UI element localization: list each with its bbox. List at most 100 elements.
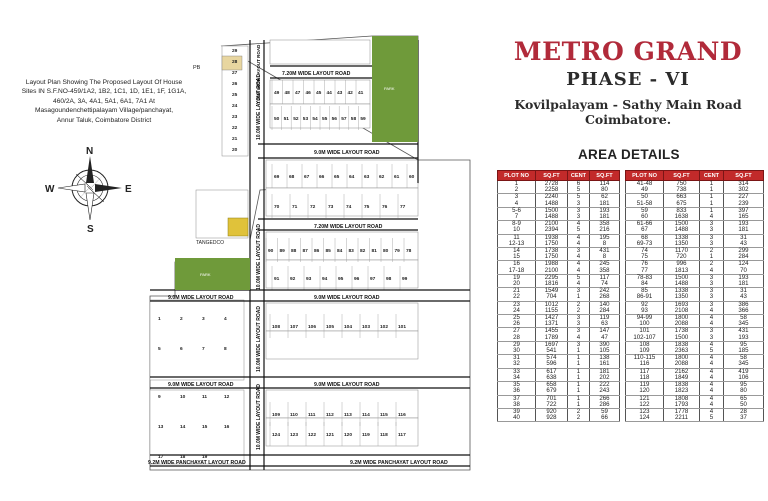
plot-number: 111 [308,412,316,418]
plot-number: 55 [322,116,328,122]
header-cent: CENT [567,170,590,181]
compass-west: W [45,184,55,195]
plot-number: 4 [224,316,227,322]
plot-number: 46 [306,90,312,96]
plot-number: 11 [202,394,207,400]
plot-number: 73 [328,204,334,210]
park-area-left [175,258,250,290]
cell-sqft-extra: 28 [723,408,764,416]
plot-number: 103 [362,324,370,330]
plot-number: 85 [326,248,332,254]
plot-number: 9 [158,394,161,400]
cell-sqft-extra: 31 [723,234,764,241]
cell-plot-no: 36 [497,388,536,396]
plot-number: 98 [386,276,392,282]
cell-sqft-extra: 43 [723,240,764,249]
plot-number: 119 [362,432,370,438]
cell-sqft-extra: 58 [723,314,764,322]
plot-number: 50 [274,116,280,122]
plot-number: 10 [180,394,186,400]
compass-east: E [125,184,132,195]
plot-number: 79 [395,248,401,254]
cell-sqft-extra: 58 [723,354,764,362]
plot-number: 52 [293,116,299,122]
plot-number: 49 [274,90,280,96]
brand-title: METRO GRAND [513,37,743,66]
compass-north: N [86,146,93,157]
plot-number: 22 [232,125,238,131]
road-label-v2: 10.0M WIDE LAYOUT ROAD [256,224,262,290]
plot-number: 23 [232,114,238,120]
road-label-r2: 9.0M WIDE LAYOUT ROAD [314,150,380,156]
cell-sqft-extra: 181 [589,200,620,208]
plot-number: 109 [272,412,280,418]
cell-cent: 2 [567,415,590,423]
cell-sqft-extra: 43 [723,294,764,302]
cell-sqft-extra: 181 [723,227,764,235]
plot-number: 118 [380,432,388,438]
cell-sqft-extra: 119 [589,314,620,322]
plot-number: 76 [382,204,388,210]
cell-sqft: 928 [535,415,568,423]
caption-line: Layout Plan Showing The Proposed Layout … [25,79,183,86]
plot-number: 90 [268,248,274,254]
cell-sqft-extra: 138 [589,354,620,362]
plot-number: 5 [158,346,161,352]
plot-number: 106 [308,324,316,330]
cell-sqft-extra: 202 [589,374,620,383]
cell-sqft-extra: 314 [723,180,764,188]
cell-sqft-extra: 358 [589,220,620,228]
caption-line: Masagoundenchettipalayam Village/panchay… [34,107,174,115]
cell-sqft-extra: 80 [723,388,764,396]
plot-number: 123 [290,432,298,438]
plot-number: 107 [290,324,298,330]
cell-sqft-extra: 63 [589,321,620,329]
plot-number: 110 [290,412,298,418]
plot-number: 113 [344,412,352,418]
plot-number: 75 [364,204,370,210]
park-area-top [372,36,418,142]
plot-number: 28 [232,59,238,65]
cell-sqft-extra: 47 [589,334,620,342]
cell-sqft-extra: 140 [589,301,620,308]
header-sqft: SQ.FT [663,170,700,181]
brand-location: Kovilpalayam - Sathy Main Road [514,97,742,112]
cell-sqft-extra: 397 [723,207,764,215]
park-label-top: PARK [384,86,395,91]
plot-number: 81 [372,248,378,254]
cell-sqft-extra: 181 [723,281,764,289]
cell-sqft-extra: 227 [723,193,764,201]
plot-number: 121 [326,432,334,438]
header-plot-no: PLOT NO [497,170,536,181]
road-label-r5a: 9.0M WIDE LAYOUT ROAD [168,382,234,388]
plot-number: 64 [349,174,355,180]
plot-number: 69 [274,174,280,180]
plot-number: 45 [316,90,322,96]
cell-sqft-extra: 8 [589,254,620,262]
cell-sqft-extra: 95 [723,381,764,389]
cell-sqft-extra: 366 [723,307,764,316]
cell-sqft-extra: 70 [723,267,764,275]
plot-number: 12 [224,394,230,400]
brand-block: METRO GRAND PHASE - VI Kovilpalayam - Sa… [488,37,768,128]
cell-sqft-extra: 268 [589,294,620,302]
cell-sqft-extra: 59 [589,408,620,416]
